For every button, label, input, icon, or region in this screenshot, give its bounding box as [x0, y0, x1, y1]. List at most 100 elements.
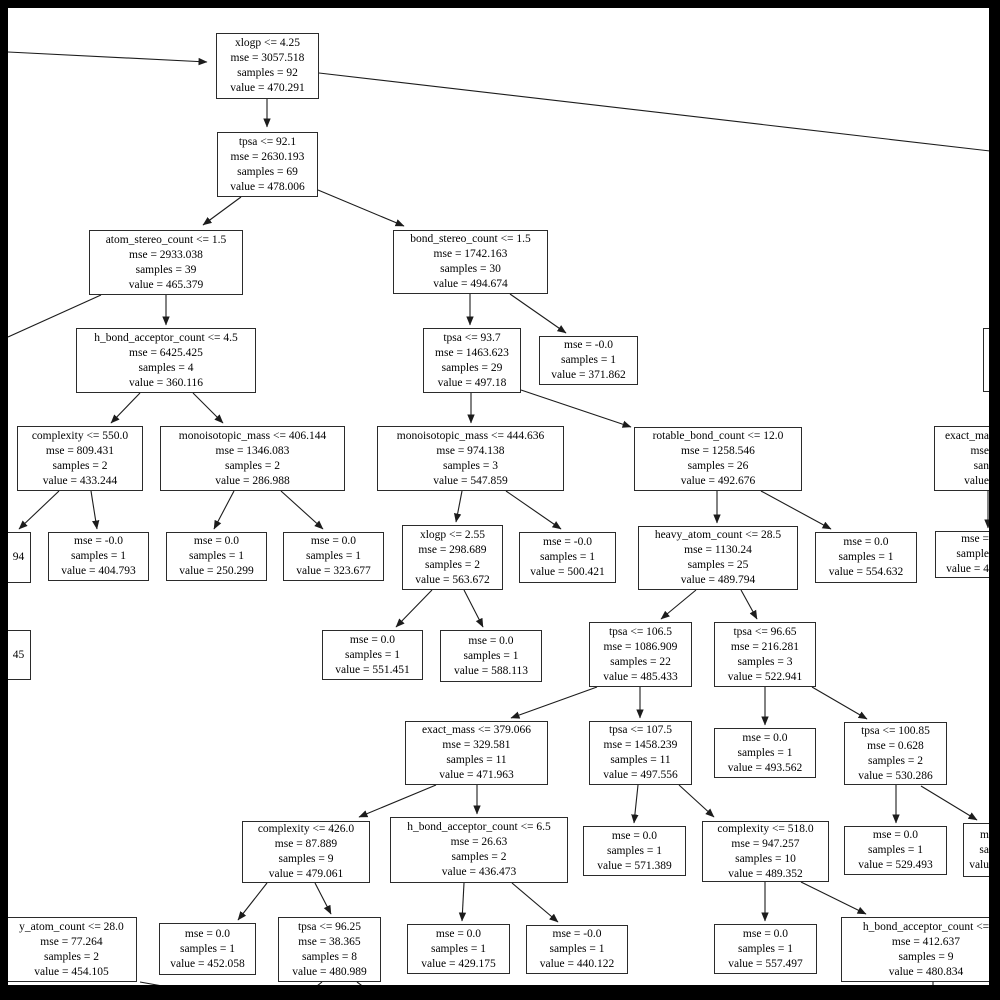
node-line: mse = 1463.623 — [435, 346, 509, 359]
node-line: mse = -0.0 — [552, 928, 602, 940]
node-line: value = 250.299 — [179, 565, 254, 577]
node-line: mse = 0.0 — [872, 829, 919, 841]
node-line: samples = 29 — [441, 361, 503, 374]
node-line: samples = 1 — [463, 649, 519, 662]
node-line: value = 360.116 — [128, 376, 204, 389]
node-line: tpsa <= 106.5 — [608, 625, 673, 638]
node-line: samples = 2 — [52, 459, 108, 472]
node-line: mse = 1458.239 — [603, 739, 678, 751]
node-line: value = 494.674 — [433, 278, 508, 290]
node-line: mse = 1130.24 — [684, 544, 752, 556]
node-line: samples = 1 — [70, 550, 127, 562]
tree-edge — [18, 490, 60, 530]
node-line: value = 547.859 — [433, 474, 508, 487]
node-line: value = 454.105 — [34, 965, 109, 978]
tree-edge — [458, 882, 467, 922]
node-line: mse = 6425.425 — [129, 346, 203, 359]
node-line: xlogp <= 4.25 — [234, 37, 301, 49]
tree-edge — [463, 589, 484, 628]
tree-edge — [202, 196, 242, 226]
node-line: mse = 87.889 — [274, 838, 338, 850]
node-line: rotable_bond_count <= 12.0 — [652, 430, 784, 442]
node-line: samples = 4 — [138, 361, 194, 374]
node-line: value = 471.963 — [439, 769, 514, 781]
node-line: value = 522.941 — [727, 670, 803, 683]
tree-edge — [505, 490, 562, 530]
tree-edge — [678, 784, 715, 818]
tree-edge — [8, 294, 102, 338]
clipped-text-wrap — [984, 329, 989, 391]
node-line: samples = 1 — [737, 746, 793, 759]
node-line: samples = 3 — [442, 459, 499, 472]
node-line: y_atom_count <= 28.0 — [19, 920, 124, 933]
clipped-text-wrap: 94 — [8, 533, 30, 582]
node-line: samples = 1 — [430, 942, 487, 955]
node-line: sample — [956, 548, 989, 560]
tree-edge — [740, 589, 758, 620]
node-line: value = 588.113 — [453, 664, 529, 677]
node-line: mse = -0.0 — [564, 339, 613, 351]
tree-edge — [110, 392, 141, 424]
node-line: samples = 11 — [610, 754, 671, 766]
node-line: tpsa <= 96.25 — [297, 920, 362, 933]
node-line: mse = 329.581 — [442, 739, 511, 751]
node-line: value = 470.291 — [230, 82, 305, 94]
node-line: samples = 1 — [867, 844, 924, 856]
node-line: exact_ma — [944, 429, 989, 442]
node-line: tpsa <= 96.65 — [733, 625, 797, 638]
node-line: mse = 26.63 — [450, 836, 508, 848]
tree-edge — [920, 785, 978, 821]
tree-edge — [213, 490, 235, 530]
node-line: heavy_atom_count <= 28.5 — [654, 529, 782, 541]
tree-node-leaf-588.113: mse = 0.0 samples = 1 value = 588.113 — [440, 630, 542, 682]
tree-node-partial-left-94: 94 — [8, 532, 31, 583]
node-line: mse = 0.0 — [349, 633, 396, 646]
node-line: mse = 0.0 — [184, 927, 231, 940]
node-line: value = 551.451 — [335, 663, 410, 676]
node-line: mse = -0.0 — [543, 536, 592, 548]
node-line: samples = 1 — [737, 942, 794, 955]
node-line: samples = 1 — [344, 648, 401, 661]
tree-edge — [317, 981, 323, 985]
node-line: mse = 947.257 — [731, 837, 800, 850]
node-line: value = 480.989 — [292, 965, 367, 978]
node-line: mse = — [961, 533, 989, 545]
node-line: tpsa <= 93.7 — [443, 331, 501, 344]
node-line: mse = 1346.083 — [215, 444, 290, 457]
node-line: value = 563.672 — [415, 573, 490, 586]
node-line: mse = 216.281 — [730, 640, 800, 653]
tree-edge — [192, 392, 224, 424]
node-line: samples = 2 — [424, 558, 481, 571]
tree-edge — [760, 490, 832, 530]
node-line: h_bond_acceptor_count <= 6.5 — [407, 821, 551, 833]
tree-node-leaf-551.451: mse = 0.0 samples = 1 value = 551.451 — [322, 630, 423, 680]
node-line: value = 557.497 — [728, 957, 803, 970]
tree-edge — [8, 51, 208, 66]
node-line: tpsa <= 107.5 — [608, 724, 673, 736]
node-line: mse = 0.0 — [468, 634, 514, 647]
tree-edge — [631, 784, 639, 824]
node-line: samples = 10 — [735, 852, 796, 865]
node-line: mse = 1742.163 — [433, 248, 508, 260]
